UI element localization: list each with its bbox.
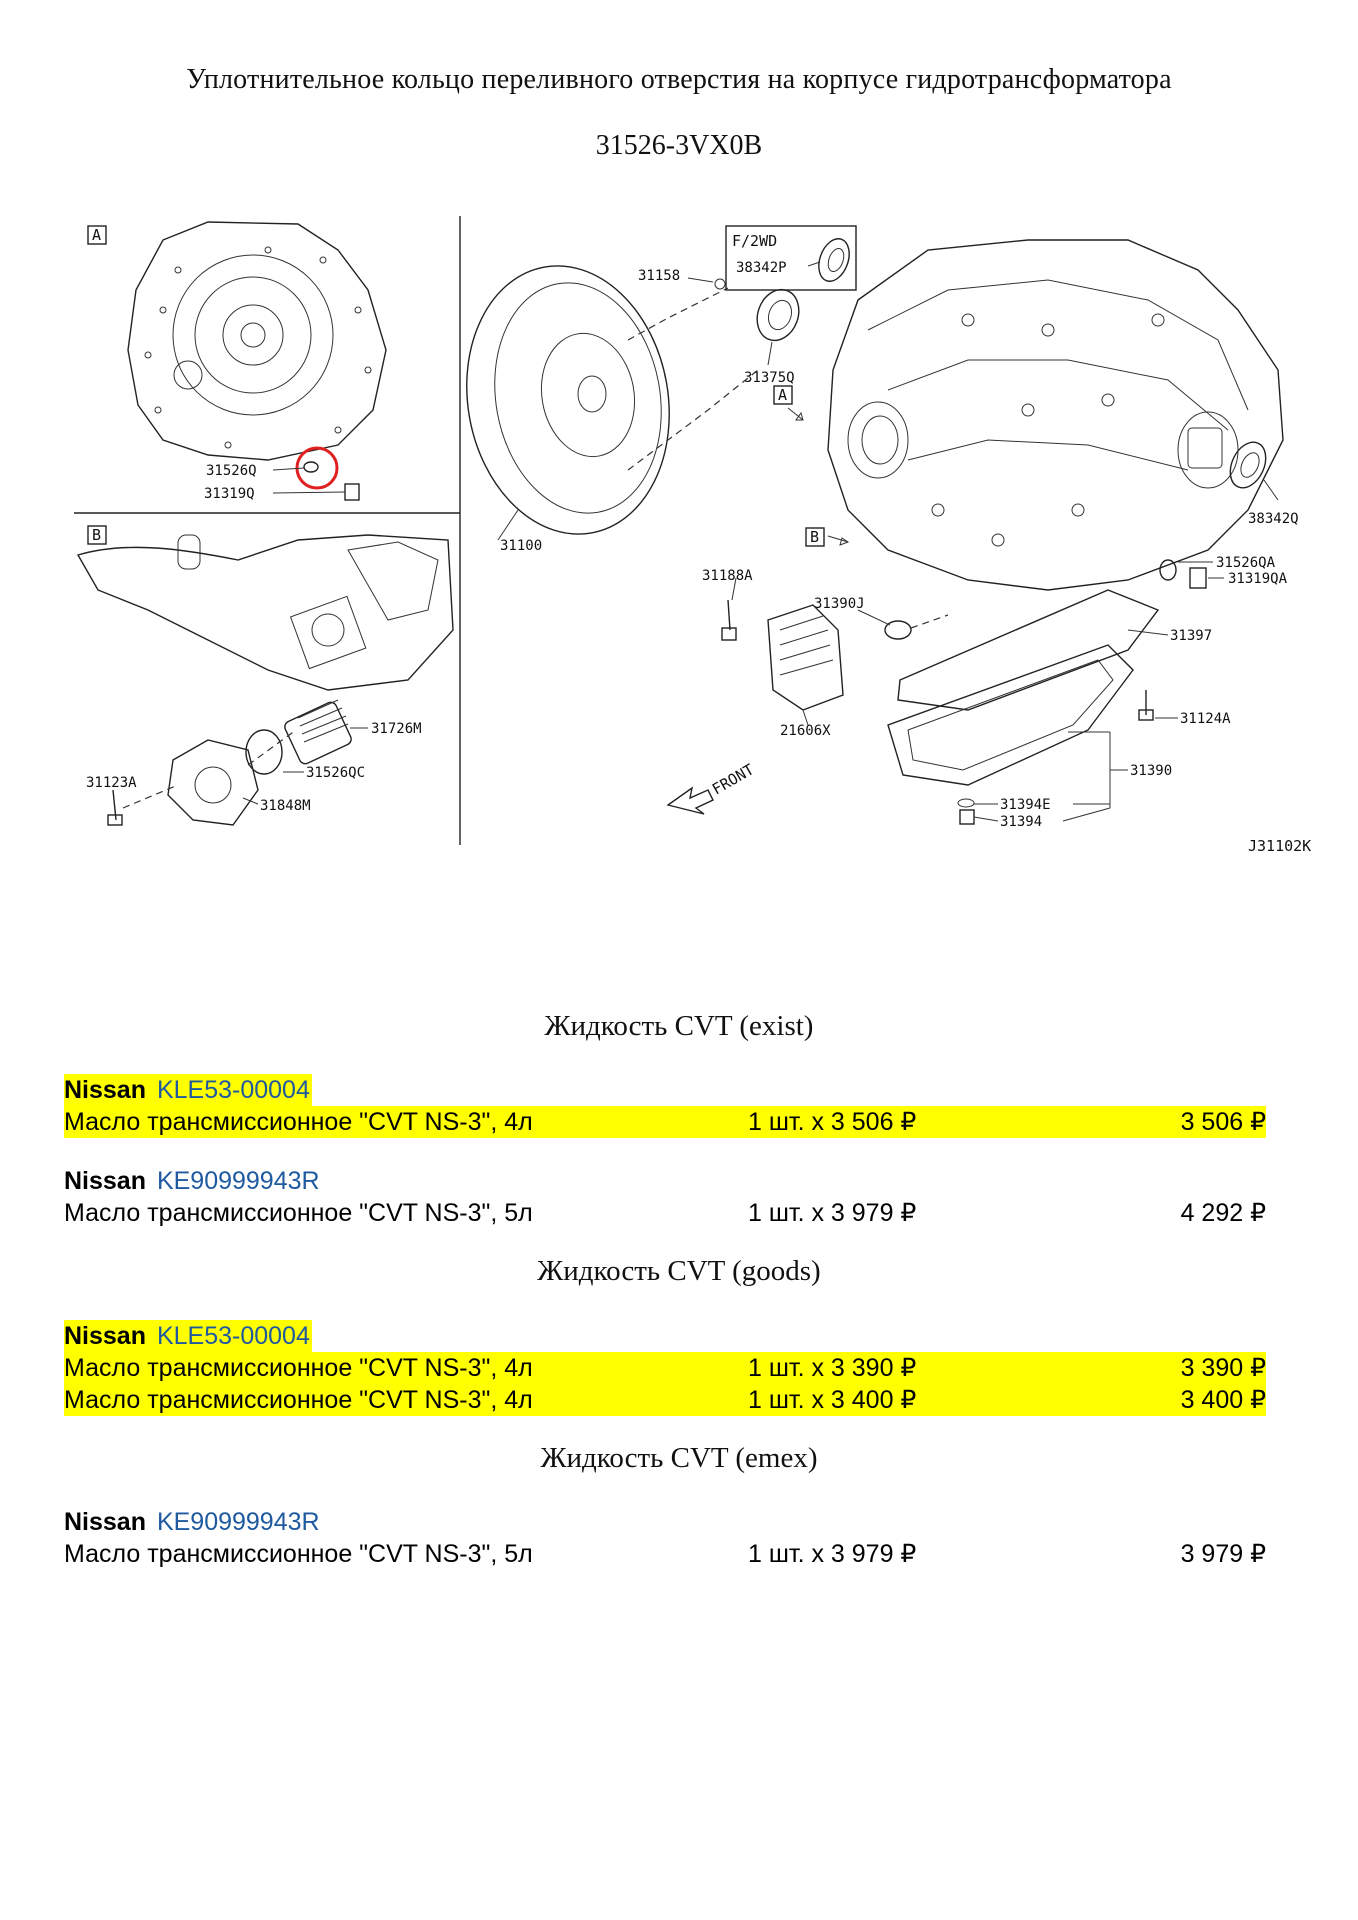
label-31397: 31397: [1170, 628, 1212, 644]
item-name: Масло трансмиссионное "CVT NS-3", 4л: [64, 1354, 533, 1382]
label-31394E: 31394E: [1000, 797, 1051, 813]
label-31375Q: 31375Q: [744, 370, 795, 386]
document-title: Уплотнительное кольцо переливного отверс…: [186, 64, 1172, 95]
offer-header: Nissan KLE53-00004: [64, 1074, 312, 1106]
panel-a: A 31526Q 31319Q: [87, 221, 387, 502]
offer-item-row: Масло трансмиссионное "CVT NS-3", 4л 1 ш…: [64, 1352, 1266, 1384]
offer-item-row: Масло трансмиссионное "CVT NS-3", 4л 1 ш…: [64, 1384, 1266, 1416]
label-31848M: 31848M: [260, 798, 311, 814]
panel-b-label: B: [92, 526, 101, 544]
part-code-link[interactable]: KE90999943R: [156, 1167, 320, 1195]
item-name: Масло трансмиссионное "CVT NS-3", 4л: [64, 1108, 533, 1136]
front-label: FRONT: [709, 760, 757, 798]
figure-code: J31102K: [1248, 837, 1311, 855]
label-31319QA: 31319QA: [1228, 571, 1288, 587]
f2wd-label: F/2WD: [732, 232, 777, 250]
item-qty-price: 1 шт. x 3 979 ₽: [748, 1199, 917, 1227]
part-code-link[interactable]: KE90999943R: [156, 1508, 320, 1536]
offer-exist-kle53: Nissan KLE53-00004 Масло трансмиссионное…: [64, 1074, 1266, 1138]
brand-name: Nissan: [64, 1322, 146, 1350]
label-31123A: 31123A: [86, 775, 137, 791]
item-total: 3 400 ₽: [1180, 1386, 1266, 1414]
item-qty-price: 1 шт. x 3 400 ₽: [748, 1386, 917, 1414]
callout-a: A: [778, 386, 787, 404]
label-31100: 31100: [500, 538, 542, 554]
label-21606X: 21606X: [780, 723, 831, 739]
item-qty-price: 1 шт. x 3 390 ₽: [748, 1354, 917, 1382]
label-31526QA: 31526QA: [1216, 555, 1276, 571]
part-code-link[interactable]: KLE53-00004: [156, 1076, 310, 1104]
parts-diagram: A 31526Q 31319Q B: [74, 216, 1311, 855]
panel-main: 31100 31158 31375Q F/2WD 38342P: [466, 225, 1311, 855]
part-number: 31526-3VX0B: [595, 130, 763, 161]
label-38342P: 38342P: [736, 260, 787, 276]
offer-goods-kle53: Nissan KLE53-00004 Масло трансмиссионное…: [64, 1320, 1266, 1416]
callout-b: B: [810, 528, 819, 546]
offer-header: Nissan KE90999943R: [64, 1506, 1266, 1538]
item-total: 3 979 ₽: [1180, 1540, 1266, 1568]
label-31319Q: 31319Q: [204, 486, 255, 502]
item-total: 3 390 ₽: [1180, 1354, 1266, 1382]
offer-item-row: Масло трансмиссионное "CVT NS-3", 4л 1 ш…: [64, 1106, 1266, 1138]
panel-a-label: A: [92, 226, 101, 244]
item-name: Масло трансмиссионное "CVT NS-3", 5л: [64, 1540, 533, 1568]
label-31158: 31158: [638, 268, 680, 284]
offer-header: Nissan KLE53-00004: [64, 1320, 312, 1352]
panel-b: B 31123A 31726M 31526QC 31848M: [76, 525, 454, 826]
offer-exist-ke90999943r: Nissan KE90999943R Масло трансмиссионное…: [64, 1165, 1266, 1229]
section-heading-goods: Жидкость CVT (goods): [537, 1255, 821, 1287]
label-38342Q: 38342Q: [1248, 511, 1299, 527]
item-qty-price: 1 шт. x 3 506 ₽: [748, 1108, 917, 1136]
offer-item-row: Масло трансмиссионное "CVT NS-3", 5л 1 ш…: [64, 1538, 1266, 1570]
item-qty-price: 1 шт. x 3 979 ₽: [748, 1540, 917, 1568]
label-31390: 31390: [1130, 763, 1172, 779]
offer-item-row: Масло трансмиссионное "CVT NS-3", 5л 1 ш…: [64, 1197, 1266, 1229]
item-total: 4 292 ₽: [1180, 1199, 1266, 1227]
label-31726M: 31726M: [371, 721, 422, 737]
offer-header: Nissan KE90999943R: [64, 1165, 1266, 1197]
item-name: Масло трансмиссионное "CVT NS-3", 5л: [64, 1199, 533, 1227]
item-total: 3 506 ₽: [1180, 1108, 1266, 1136]
label-31124A: 31124A: [1180, 711, 1231, 727]
section-heading-emex: Жидкость CVT (emex): [540, 1442, 818, 1474]
brand-name: Nissan: [64, 1508, 146, 1536]
label-31390J: 31390J: [814, 596, 865, 612]
label-31188A: 31188A: [702, 568, 753, 584]
label-31394: 31394: [1000, 814, 1042, 830]
section-heading-exist: Жидкость CVT (exist): [544, 1010, 814, 1042]
label-31526QC: 31526QC: [306, 765, 365, 781]
label-31526Q: 31526Q: [206, 463, 257, 479]
brand-name: Nissan: [64, 1076, 146, 1104]
offer-emex-ke90999943r: Nissan KE90999943R Масло трансмиссионное…: [64, 1506, 1266, 1570]
item-name: Масло трансмиссионное "CVT NS-3", 4л: [64, 1386, 533, 1414]
part-code-link[interactable]: KLE53-00004: [156, 1322, 310, 1350]
brand-name: Nissan: [64, 1167, 146, 1195]
